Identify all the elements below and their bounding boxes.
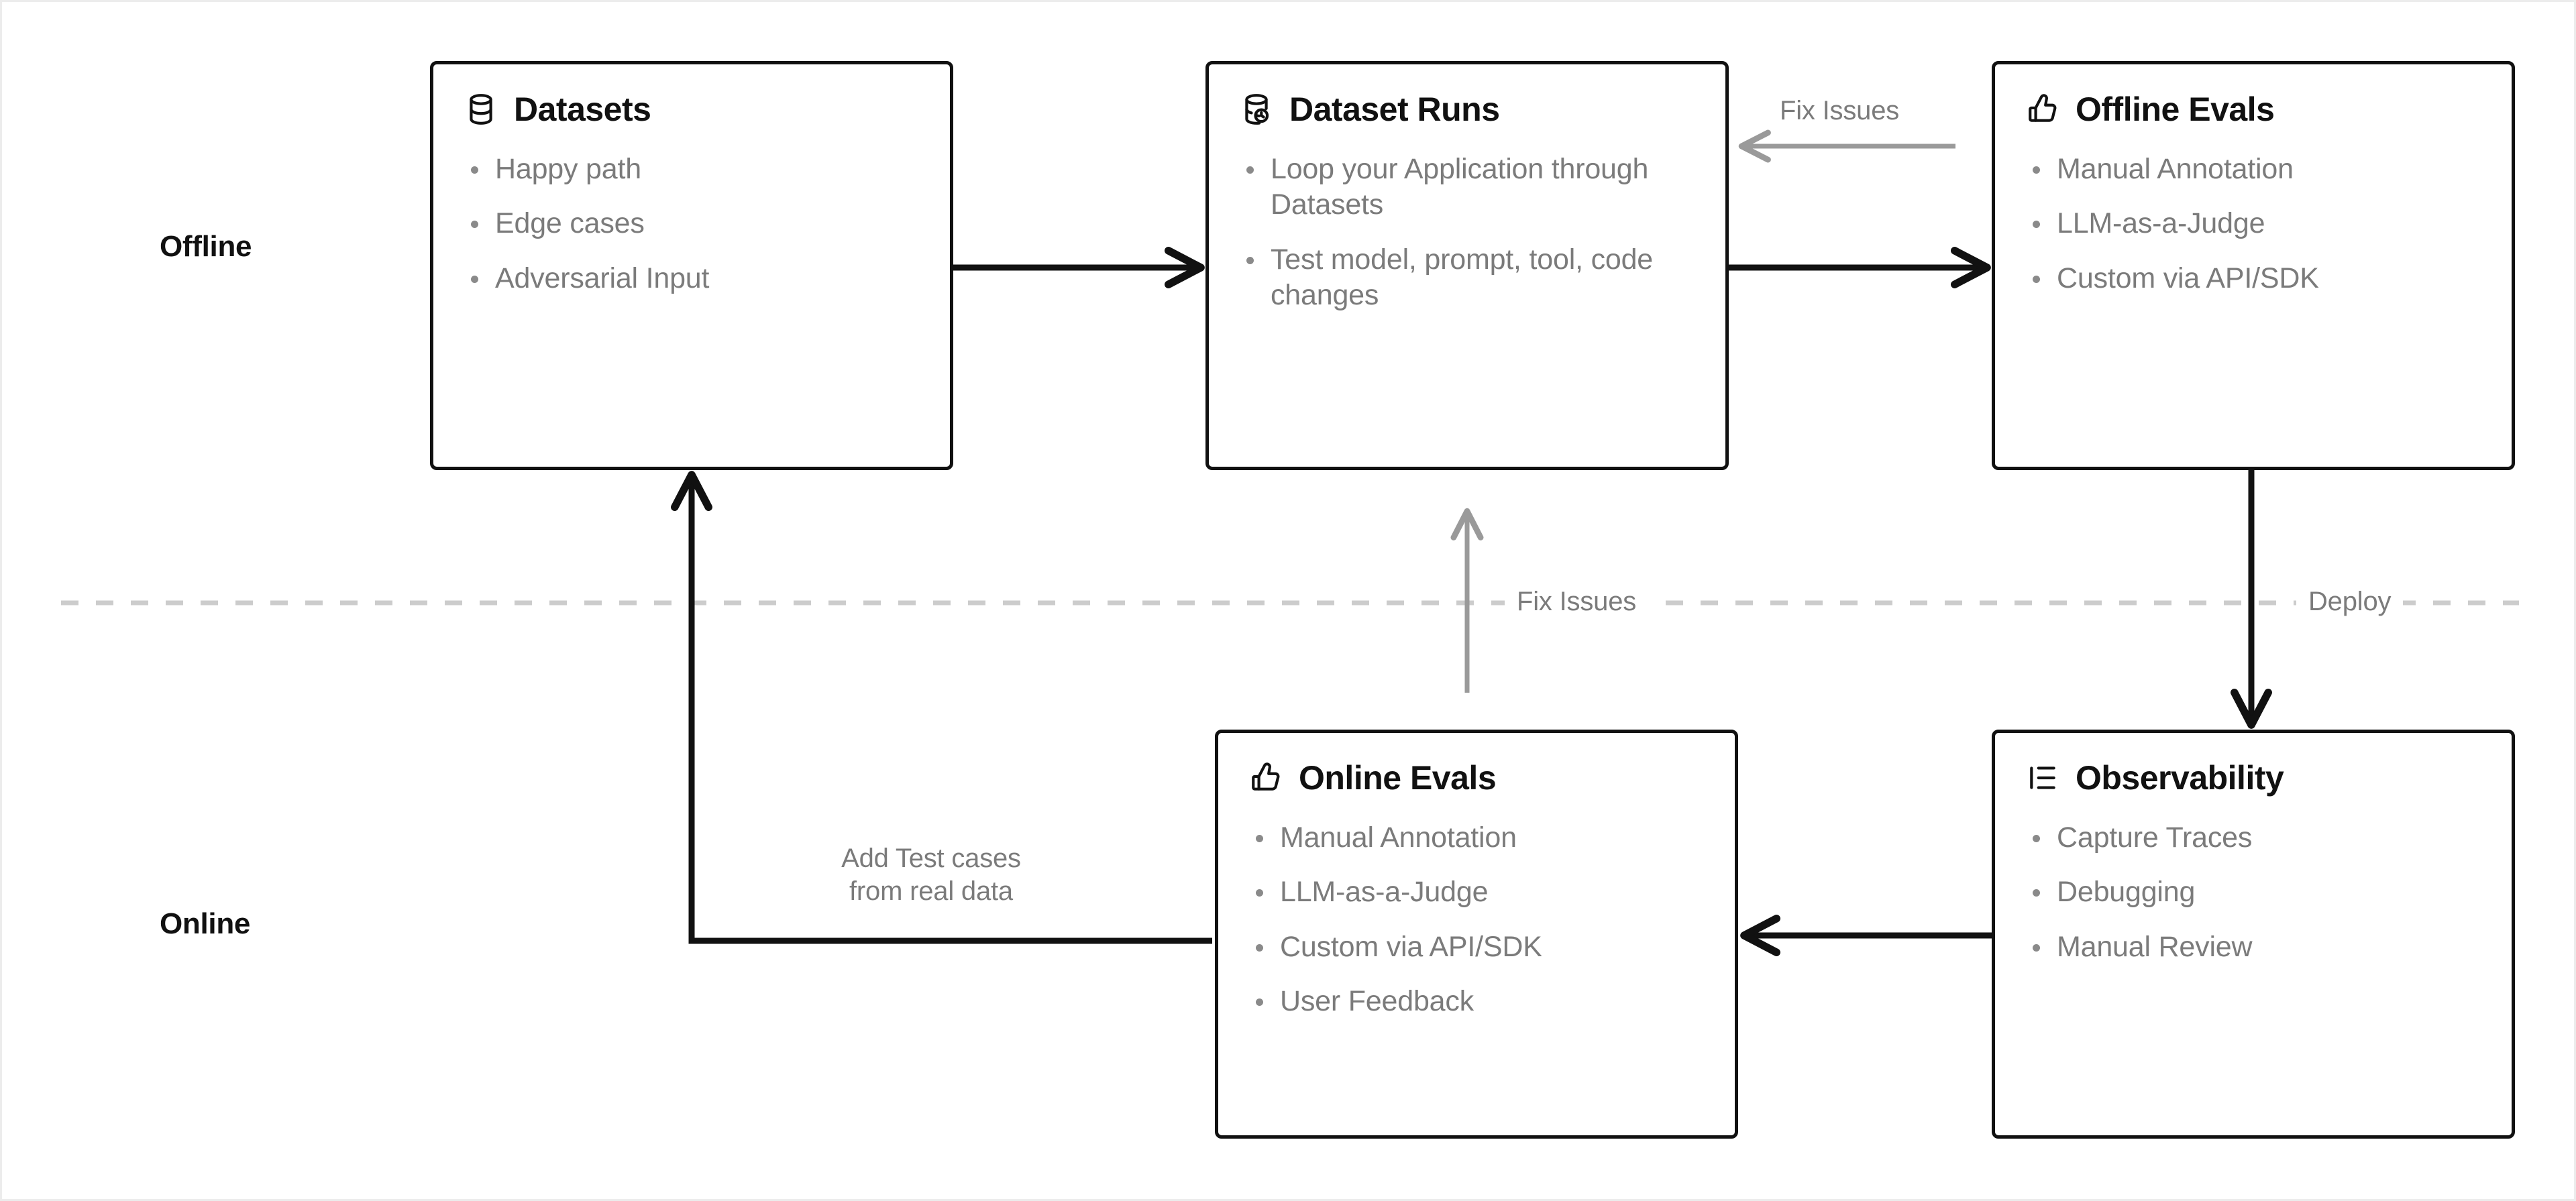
bullet-item: User Feedback <box>1249 984 1704 1019</box>
phase-label-online: Online <box>160 907 251 940</box>
bullet-item: Edge cases <box>464 206 919 241</box>
node-offline-evals-title: Offline Evals <box>2076 91 2275 128</box>
node-datasets-header: Datasets <box>464 93 919 126</box>
thumbs-up-icon <box>1252 762 1280 791</box>
phase-label-offline: Offline <box>160 230 252 263</box>
node-dataset-runs-bullets: Loop your Application through Datasets T… <box>1240 152 1695 313</box>
node-observability-title: Observability <box>2076 759 2284 797</box>
node-observability[interactable]: Observability Capture Traces Debugging M… <box>1992 730 2515 1139</box>
bullet-item: Manual Review <box>2026 929 2481 965</box>
node-dataset-runs-header: Dataset Runs <box>1240 93 1695 126</box>
node-datasets[interactable]: Datasets Happy path Edge cases Adversari… <box>430 61 953 470</box>
bullet-item: Manual Annotation <box>2026 152 2481 187</box>
edge-label-deploy: Deploy <box>2296 585 2404 618</box>
node-dataset-runs[interactable]: Dataset Runs Loop your Application throu… <box>1205 61 1729 470</box>
edge-label-add-test-cases: Add Test cases from real data <box>817 842 1045 908</box>
bullet-item: Custom via API/SDK <box>1249 929 1704 965</box>
bullet-item: Test model, prompt, tool, code changes <box>1240 242 1695 314</box>
node-online-evals[interactable]: Online Evals Manual Annotation LLM-as-a-… <box>1215 730 1738 1139</box>
bullet-item: Custom via API/SDK <box>2026 261 2481 296</box>
bullet-item: Manual Annotation <box>1249 820 1704 856</box>
database-refresh-icon <box>1245 94 1269 125</box>
edge-label-add-test-cases-line2: from real data <box>849 876 1013 906</box>
edge-label-add-test-cases-line1: Add Test cases <box>841 844 1021 873</box>
bullet-item: LLM-as-a-Judge <box>1249 874 1704 910</box>
node-datasets-bullets: Happy path Edge cases Adversarial Input <box>464 152 919 296</box>
node-online-evals-title: Online Evals <box>1299 759 1497 797</box>
node-observability-header: Observability <box>2026 761 2481 795</box>
node-online-evals-header: Online Evals <box>1249 761 1704 795</box>
node-observability-bullets: Capture Traces Debugging Manual Review <box>2026 820 2481 965</box>
bullet-item: Debugging <box>2026 874 2481 910</box>
node-offline-evals-header: Offline Evals <box>2026 93 2481 126</box>
bullet-item: LLM-as-a-Judge <box>2026 206 2481 241</box>
bullet-item: Capture Traces <box>2026 820 2481 856</box>
database-icon <box>470 94 492 125</box>
bullet-item: Loop your Application through Datasets <box>1240 152 1695 223</box>
bullet-item: Happy path <box>464 152 919 187</box>
node-datasets-title: Datasets <box>514 91 651 128</box>
list-tree-icon <box>2030 766 2055 789</box>
edge-label-fix-issues-top: Fix Issues <box>1780 96 1900 125</box>
node-online-evals-bullets: Manual Annotation LLM-as-a-Judge Custom … <box>1249 820 1704 1019</box>
node-offline-evals[interactable]: Offline Evals Manual Annotation LLM-as-a… <box>1992 61 2515 470</box>
node-offline-evals-bullets: Manual Annotation LLM-as-a-Judge Custom … <box>2026 152 2481 296</box>
bullet-item: Adversarial Input <box>464 261 919 296</box>
node-dataset-runs-title: Dataset Runs <box>1289 91 1500 128</box>
thumbs-up-icon <box>2029 94 2057 122</box>
edge-label-fix-issues-middle: Fix Issues <box>1505 585 1649 618</box>
